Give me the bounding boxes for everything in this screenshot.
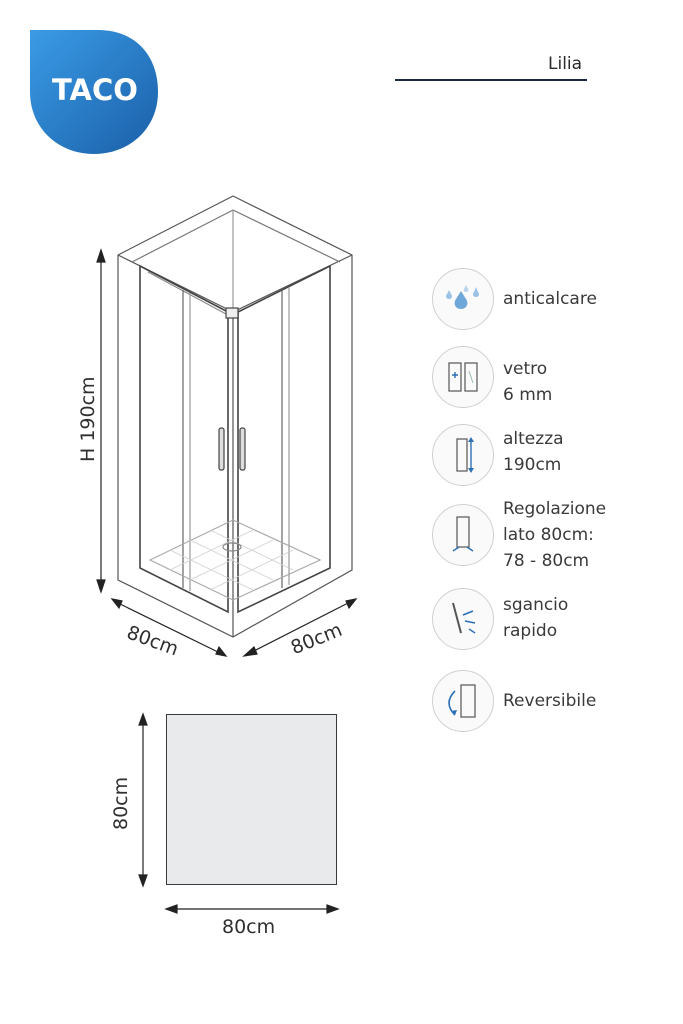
reversible-icon (432, 670, 494, 732)
shower-tray-plan (166, 714, 337, 885)
tray-bottom-dimension: 80cm (222, 916, 276, 938)
logo-shape (30, 30, 158, 154)
feature-label: anticalcare (503, 289, 597, 309)
feature-label: Regolazione lato 80cm: 78 - 80cm (503, 499, 607, 571)
logo-text: TACO (52, 73, 138, 107)
height-dimension: H 190cm (77, 376, 99, 462)
water-drops-icon (432, 268, 494, 330)
product-name: Lilia (548, 54, 583, 74)
quick-release-icon (432, 588, 494, 650)
glass-pane-icon (432, 346, 494, 408)
adjustment-icon (432, 504, 494, 566)
header-rule (395, 79, 587, 81)
feature-label: Reversibile (503, 691, 597, 711)
brand-logo: TACO (28, 28, 160, 156)
feature-label: vetro 6 mm (503, 359, 553, 405)
feature-label: altezza 190cm (503, 429, 564, 475)
tray-side-dimension: 80cm (110, 776, 132, 830)
feature-label: sgancio rapido (503, 595, 569, 641)
height-icon (432, 424, 494, 486)
